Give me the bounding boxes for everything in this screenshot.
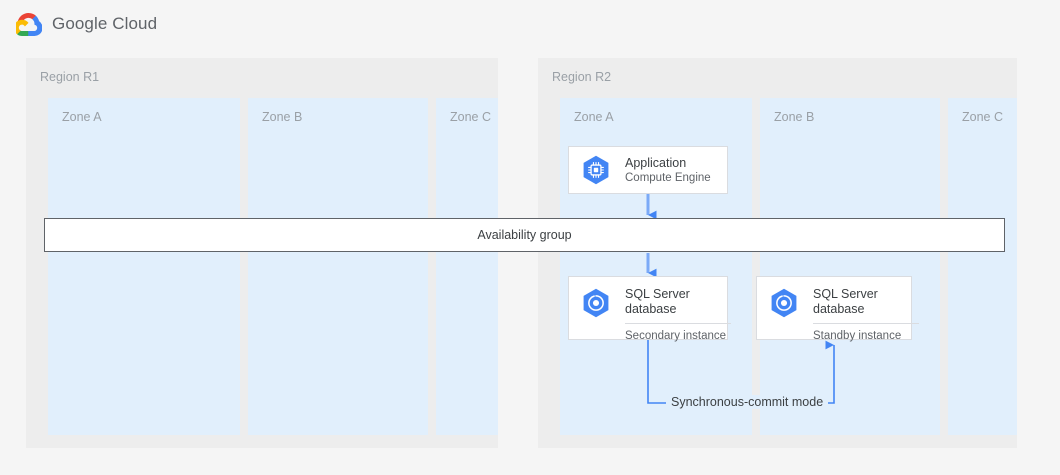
region-r2-zone-c-label: Zone C [962,110,1003,124]
region-r1-zone-a: Zone A [48,98,240,435]
google-cloud-logo-icon [16,13,42,36]
compute-engine-icon [583,155,609,185]
region-r2-zone-b: Zone B [760,98,940,435]
node-sql-standby-text: SQL Server database Standby instance [813,286,919,344]
node-sql-standby-title: SQL Server database [813,287,878,316]
node-application-subtitle: Compute Engine [625,171,711,184]
region-r1-zone-c: Zone C [436,98,498,435]
node-application-text: Application Compute Engine [625,155,711,186]
region-r1-zone-a-label: Zone A [62,110,102,124]
node-application-title: Application [625,155,687,170]
node-sql-secondary-title: SQL Server database [625,287,690,316]
region-r1-zone-c-label: Zone C [450,110,491,124]
region-r2-label: Region R2 [552,70,612,84]
node-sql-secondary-text: SQL Server database Secondary instance [625,286,731,344]
sql-server-database-icon [583,288,609,318]
node-sql-standby-instance: Standby instance [813,330,902,342]
region-r2-zone-a-label: Zone A [574,110,614,124]
availability-group-bar: Availability group [44,218,1005,252]
architecture-diagram-canvas: Region R1 Zone A Zone B Zone C Region R2… [0,48,1060,475]
node-sql-secondary-instance: Secondary instance [625,330,727,342]
region-r2-zone-c: Zone C [948,98,1017,435]
synchronous-commit-mode-label: Synchronous-commit mode [666,395,829,409]
region-r1: Region R1 Zone A Zone B Zone C [26,58,498,448]
node-sql-secondary-divider [625,323,731,324]
region-r2-zone-b-label: Zone B [774,110,815,124]
node-sql-standby[interactable]: SQL Server database Standby instance [756,276,919,342]
region-r1-zone-b-label: Zone B [262,110,303,124]
region-r2: Region R2 Zone A Zone B Zone C [538,58,1017,448]
region-r1-label: Region R1 [40,70,100,84]
node-sql-secondary[interactable]: SQL Server database Secondary instance [568,276,731,342]
availability-group-label: Availability group [477,228,572,242]
region-r1-zone-b: Zone B [248,98,428,435]
page-header: Google Cloud [0,0,1060,48]
node-application[interactable]: Application Compute Engine [568,146,728,194]
node-sql-standby-divider [813,323,919,324]
google-cloud-wordmark: Google Cloud [52,14,158,33]
sql-server-database-icon [771,288,797,318]
